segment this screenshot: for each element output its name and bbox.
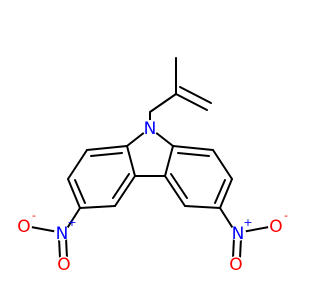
nitro-left-o-double-symbol: O xyxy=(57,255,70,275)
bond-c5-c4b-inner xyxy=(170,173,188,199)
atom-nitro-left-o-double: O xyxy=(56,255,72,275)
bond-nitro-right-o-single xyxy=(241,226,270,233)
bond-nitro-left-o-double-a xyxy=(58,237,61,259)
atom-nitro-left-n: N + xyxy=(54,216,77,244)
bond-nitro-right-o-double-b xyxy=(239,237,242,259)
bond-c2-c3-inner xyxy=(74,179,86,204)
molecule-canvas: N N + O - O N + O - O xyxy=(16,57,288,275)
nitro-right-n-symbol: N xyxy=(232,224,245,244)
bond-c1-c2 xyxy=(67,149,88,180)
nitro-left-n-charge: + xyxy=(67,216,76,229)
bond-nitro-right-o-double-a xyxy=(232,237,235,259)
nitro-left-o-single-charge: - xyxy=(32,209,36,222)
atom-nitro-right-o-double: O xyxy=(228,255,244,275)
nitro-right-o-single-symbol: O xyxy=(269,217,282,237)
nitro-right-o-double-symbol: O xyxy=(229,255,242,275)
nitro-right-n-charge: + xyxy=(243,216,252,229)
nitro-left-n-symbol: N xyxy=(56,224,69,244)
bond-c8a-c4b xyxy=(164,145,174,177)
molecule-structure: N N + O - O N + O - O xyxy=(16,57,288,275)
bond-c5-c4b xyxy=(164,175,186,207)
bond-c4-c4a xyxy=(114,175,136,207)
bond-c8a-c8 xyxy=(172,145,214,151)
bond-c8-c7 xyxy=(212,149,233,180)
bond-c-ch2-double-b xyxy=(179,86,212,104)
bond-c3-nitro-left xyxy=(65,207,81,231)
bond-c3-c4 xyxy=(79,205,116,209)
nitro-right-o-single-charge: - xyxy=(284,209,288,222)
bond-c2-c3 xyxy=(67,178,81,209)
bond-c9a-c1-inner xyxy=(90,152,123,157)
bond-nitro-left-o-double-b xyxy=(65,237,68,259)
bond-c7-c6 xyxy=(219,178,233,209)
bond-c6-c5 xyxy=(184,205,221,209)
atom-nitro-left-o-single: O - xyxy=(16,209,36,237)
bond-c-ch2-double-a xyxy=(175,93,208,111)
bond-c8a-c8-inner xyxy=(177,152,210,157)
bond-c9a-c1 xyxy=(86,145,128,151)
atom-n9: N xyxy=(142,119,158,139)
atom-nitro-right-n: N + xyxy=(230,216,253,244)
atom-n9-symbol: N xyxy=(144,119,157,139)
bond-c6-nitro-right xyxy=(219,207,235,231)
bond-c9a-c4a xyxy=(126,145,136,177)
bond-nitro-left-o-single xyxy=(30,226,59,233)
atom-nitro-right-o-single: O - xyxy=(268,209,288,237)
bond-ch2-c xyxy=(149,93,177,113)
bond-c4-c4a-inner xyxy=(112,173,130,199)
bond-c7-c6-inner xyxy=(214,179,226,204)
nitro-left-o-single-symbol: O xyxy=(17,217,30,237)
